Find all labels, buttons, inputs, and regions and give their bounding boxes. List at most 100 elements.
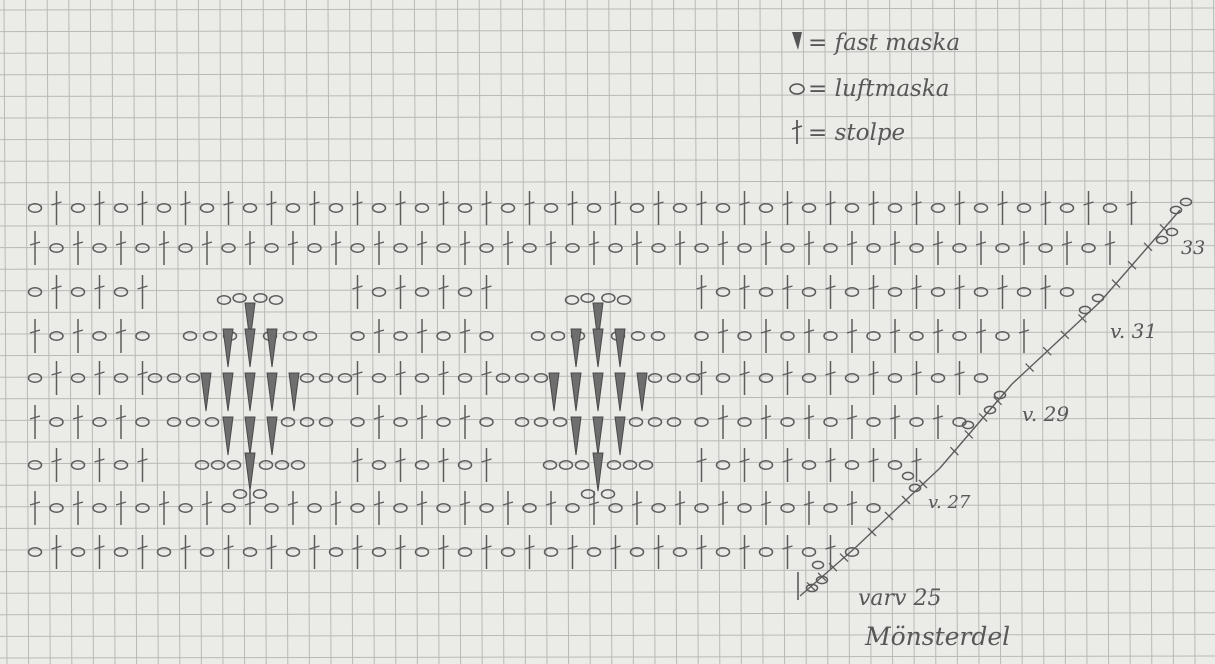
grid-line xyxy=(371,0,374,664)
fast-maska-symbol xyxy=(593,417,603,455)
grid-line xyxy=(0,332,1215,334)
luftmaska-symbol xyxy=(459,374,472,382)
grid-line xyxy=(674,0,677,664)
luftmaska-symbol xyxy=(437,244,450,252)
luftmaska-symbol xyxy=(292,461,305,469)
luftmaska-symbol xyxy=(72,548,85,556)
stolpe-symbol xyxy=(804,231,814,265)
stolpe-symbol xyxy=(159,231,169,265)
luftmaska-symbol xyxy=(602,490,615,498)
luftmaska-symbol xyxy=(1092,294,1103,301)
stolpe-symbol xyxy=(890,231,900,265)
luftmaska-symbol xyxy=(29,374,42,382)
luftmaska-symbol xyxy=(351,418,364,426)
luftmaska-symbol xyxy=(265,504,278,512)
stolpe-symbol xyxy=(138,191,148,225)
luftmaska-symbol xyxy=(975,374,988,382)
stolpe-symbol xyxy=(568,535,578,569)
legend-item-luftmaska: = luftmaska xyxy=(790,76,949,102)
luftmaska-symbol xyxy=(206,418,219,426)
stolpe-symbol xyxy=(740,361,750,395)
stolpe-symbol xyxy=(331,231,341,265)
fast-maska-symbol xyxy=(593,329,603,367)
luftmaska-symbol xyxy=(618,296,631,304)
grid-line xyxy=(177,0,180,664)
grid-line xyxy=(198,0,201,664)
luftmaska-symbol xyxy=(93,244,106,252)
stolpe-symbol xyxy=(353,535,363,569)
legend-label-stolpe: = stolpe xyxy=(808,120,905,146)
luftmaska-symbol xyxy=(136,504,149,512)
grid-line xyxy=(0,483,1215,485)
row-labels: varv 25 v. 27 v. 29 v. 31 33 Mönsterdel xyxy=(858,237,1205,651)
fast-maska-symbol xyxy=(615,373,625,411)
grid-line xyxy=(414,0,417,664)
row-label-v31: v. 31 xyxy=(1110,319,1157,343)
luftmaska-symbol xyxy=(50,504,63,512)
grid-line xyxy=(436,0,439,664)
stolpe-symbol xyxy=(116,231,126,265)
luftmaska-symbol xyxy=(902,472,913,479)
luftmaska-symbol xyxy=(115,204,128,212)
stolpe-symbol xyxy=(353,361,363,395)
stolpe-symbol xyxy=(267,535,277,569)
grid-line xyxy=(0,246,1215,248)
stolpe-symbol xyxy=(181,535,191,569)
luftmaska-symbol xyxy=(581,294,594,302)
grid-line xyxy=(0,159,1215,161)
stolpe-symbol xyxy=(546,491,556,525)
luftmaska-symbol xyxy=(158,548,171,556)
stolpe-symbol xyxy=(396,535,406,569)
luftmaska-symbol xyxy=(1082,244,1095,252)
stolpe-symbol xyxy=(52,275,62,309)
luftmaska-symbol xyxy=(29,204,42,212)
grid-line xyxy=(0,526,1215,528)
luftmaska-symbol xyxy=(351,244,364,252)
luftmaska-symbol xyxy=(115,288,128,296)
grid-line xyxy=(544,0,547,664)
fast-maska-symbol xyxy=(289,373,299,411)
stolpe-symbol xyxy=(30,319,40,353)
stolpe-symbol xyxy=(869,191,879,225)
luftmaska-symbol xyxy=(649,374,662,382)
luftmaska-symbol xyxy=(222,244,235,252)
luftmaska-symbol xyxy=(523,244,536,252)
grid-line xyxy=(0,51,1215,53)
luftmaska-symbol xyxy=(72,374,85,382)
stolpe-symbol xyxy=(955,191,965,225)
luftmaska-symbol xyxy=(1018,204,1031,212)
grid-line xyxy=(220,0,223,664)
fast-maska-symbol xyxy=(267,373,277,411)
grid-line xyxy=(0,310,1215,312)
luftmaska-symbol xyxy=(136,418,149,426)
luftmaska-symbol xyxy=(260,461,273,469)
luftmaska-symbol xyxy=(502,204,515,212)
grid-line xyxy=(0,613,1215,615)
stolpe-symbol xyxy=(611,535,621,569)
stolpe-symbol xyxy=(697,191,707,225)
stolpe-symbol xyxy=(589,231,599,265)
luftmaska-symbol xyxy=(846,374,859,382)
luftmaska-symbol xyxy=(416,204,429,212)
stolpe-symbol xyxy=(869,275,879,309)
luftmaska-symbol xyxy=(373,461,386,469)
luftmaska-symbol xyxy=(687,374,700,382)
stolpe-symbol xyxy=(783,275,793,309)
stolpe-symbol xyxy=(224,535,234,569)
stolpe-symbol xyxy=(138,361,148,395)
stolpe-symbol xyxy=(95,535,105,569)
luftmaska-symbol xyxy=(652,244,665,252)
luftmaska-symbol xyxy=(265,244,278,252)
grid-line xyxy=(630,0,633,664)
luftmaska-symbol xyxy=(136,244,149,252)
luftmaska-symbol xyxy=(330,204,343,212)
stolpe-symbol xyxy=(138,535,148,569)
stolpe-symbol xyxy=(30,491,40,525)
stolpe-symbol xyxy=(439,275,449,309)
row-label-v29: v. 29 xyxy=(1022,402,1069,426)
luftmaska-symbol xyxy=(717,204,730,212)
luftmaska-symbol xyxy=(287,204,300,212)
stitch-legend: = fast maska = luftmaska = stolpe xyxy=(790,30,960,146)
luftmaska-symbol xyxy=(158,204,171,212)
stolpe-symbol xyxy=(697,448,707,482)
